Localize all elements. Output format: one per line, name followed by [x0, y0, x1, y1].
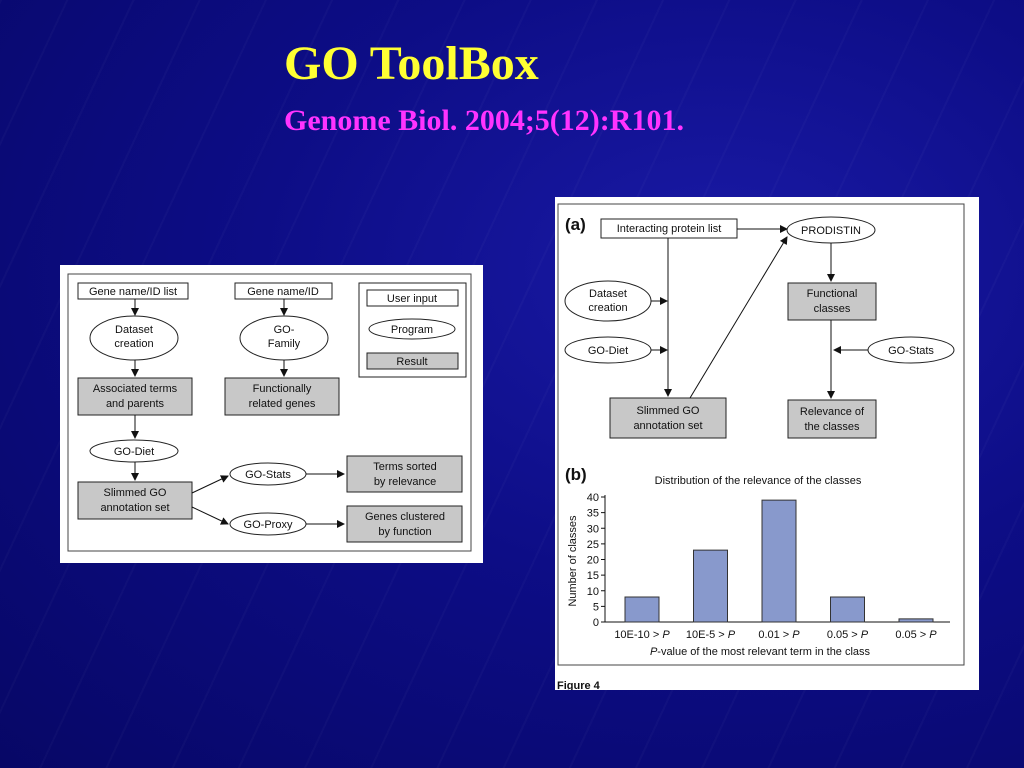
- gene-single-label: Gene name/ID: [247, 286, 319, 298]
- chart-xlabel: P-value of the most relevant term in the…: [650, 646, 871, 658]
- y-tick-label: 25: [587, 539, 599, 551]
- chart-xlabel-var: P: [650, 646, 658, 658]
- workflow-diagram: User input Program Result Gene name/ID l…: [67, 273, 472, 552]
- figure-frame: [67, 273, 472, 552]
- y-tick-label: 20: [587, 555, 599, 567]
- panel-b-label: (b): [565, 465, 587, 484]
- functional-classes-result: [787, 282, 877, 321]
- terms-sorted-line2: by relevance: [374, 476, 436, 488]
- legend-result: Result: [396, 356, 427, 368]
- go-stats-label: GO-Stats: [245, 469, 291, 481]
- y-tick-label: 15: [587, 570, 599, 582]
- y-tick-label: 5: [593, 601, 599, 613]
- x-tick-label: 0.01 > P: [758, 629, 800, 641]
- chart-title: Distribution of the relevance of the cla…: [655, 475, 862, 487]
- slimmed-go-line1: Slimmed GO: [104, 487, 167, 499]
- dataset-creation-line1: Dataset: [115, 324, 153, 336]
- go-family-line1: GO-: [274, 324, 295, 336]
- gene-list-label: Gene name/ID list: [89, 286, 177, 298]
- interacting-protein-label: Interacting protein list: [617, 223, 722, 235]
- slimmed-go-result: [77, 481, 193, 520]
- slimmed-go-line2: annotation set: [100, 502, 169, 514]
- functional-classes-line2: classes: [814, 303, 851, 315]
- y-tick-label: 30: [587, 523, 599, 535]
- functionally-related-result: [224, 377, 340, 416]
- prodistin-figure: (a) Interacting protein list PRODISTIN D…: [555, 197, 979, 692]
- functionally-related-line1: Functionally: [253, 383, 312, 395]
- y-tick-label: 0: [593, 617, 599, 629]
- x-tick-label: 10E-5 > P: [686, 629, 736, 641]
- go-stats-label: GO-Stats: [888, 345, 934, 357]
- genes-clustered-result: [346, 505, 463, 543]
- x-tick-label: 0.05 > P: [895, 629, 937, 641]
- workflow-figure: User input Program Result Gene name/ID l…: [60, 265, 483, 563]
- go-proxy-label: GO-Proxy: [244, 519, 293, 531]
- relevance-classes-result: [787, 399, 877, 439]
- functional-classes-line1: Functional: [807, 288, 858, 300]
- bar: [761, 499, 797, 623]
- bar: [624, 596, 660, 623]
- go-family-line2: Family: [268, 338, 301, 350]
- associated-terms-line1: Associated terms: [93, 383, 178, 395]
- bar: [898, 618, 934, 623]
- relevance-line1: Relevance of: [800, 406, 865, 418]
- functionally-related-line2: related genes: [249, 398, 316, 410]
- y-tick-label: 35: [587, 508, 599, 520]
- go-diet-label: GO-Diet: [588, 345, 628, 357]
- genes-clustered-line1: Genes clustered: [365, 511, 445, 523]
- slide-title: GO ToolBox: [284, 37, 539, 90]
- slimmed-go-line2: annotation set: [633, 420, 702, 432]
- dataset-creation-line2: creation: [114, 338, 153, 350]
- genes-clustered-line2: by function: [378, 526, 431, 538]
- figure-frame: [557, 203, 965, 666]
- terms-sorted-line1: Terms sorted: [373, 461, 437, 473]
- bar-chart: 0 5 10 15 20 25 30 35 40 10E-10 > P 10E-5 > P 0.01 …: [587, 492, 950, 641]
- gene-list-input-box: [77, 282, 189, 300]
- legend-user-input: User input: [387, 293, 437, 305]
- associated-terms-line2: and parents: [106, 398, 165, 410]
- chart-xlabel-rest: -value of the most relevant term in the …: [657, 646, 870, 658]
- legend-program: Program: [391, 324, 433, 336]
- dataset-creation-program: [564, 280, 652, 322]
- y-tick-label: 10: [587, 586, 599, 598]
- dataset-creation-line2: creation: [588, 302, 627, 314]
- dataset-creation-line1: Dataset: [589, 288, 627, 300]
- relevance-line2: the classes: [804, 421, 860, 433]
- dataset-creation-program: [89, 315, 179, 361]
- prodistin-diagram: (a) Interacting protein list PRODISTIN D…: [557, 203, 965, 692]
- go-diet-label: GO-Diet: [114, 446, 154, 458]
- citation-subtitle: Genome Biol. 2004;5(12):R101.: [284, 104, 684, 137]
- x-tick-label: 0.05 > P: [827, 629, 869, 641]
- panel-a-label: (a): [565, 215, 586, 234]
- chart-ylabel: Number of classes: [567, 515, 579, 607]
- bar: [830, 596, 865, 623]
- bar: [693, 549, 728, 623]
- slimmed-go-line1: Slimmed GO: [637, 405, 700, 417]
- go-diet-program: [89, 439, 179, 463]
- figure-caption: Figure 4: [557, 680, 601, 690]
- terms-sorted-result: [346, 455, 463, 493]
- x-tick-label: 10E-10 > P: [614, 629, 670, 641]
- slimmed-go-result: [609, 397, 727, 439]
- y-tick-label: 40: [587, 492, 599, 504]
- prodistin-label: PRODISTIN: [801, 225, 861, 237]
- associated-terms-result: [77, 377, 193, 416]
- legend: User input Program Result: [358, 282, 467, 378]
